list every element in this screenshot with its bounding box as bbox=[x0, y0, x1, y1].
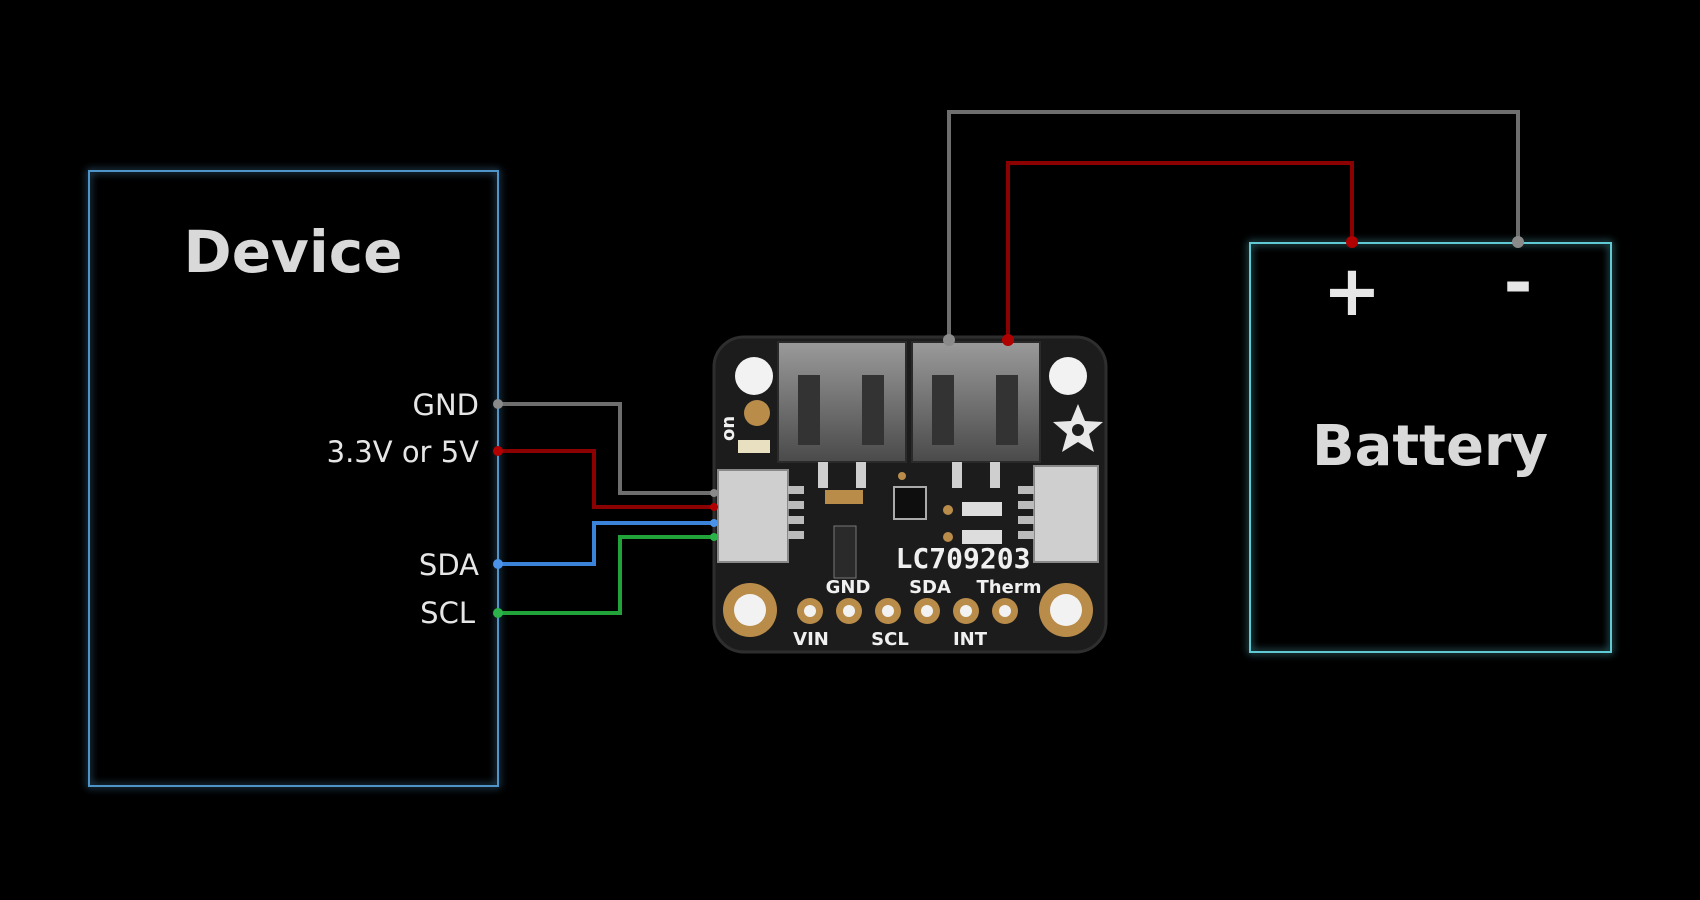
header-pads bbox=[797, 598, 1018, 624]
jst-connector-right bbox=[911, 341, 1041, 488]
mount-hole bbox=[1049, 357, 1087, 395]
device-pin-sda-label: SDA bbox=[419, 548, 479, 582]
device-pin-vin-label: 3.3V or 5V bbox=[327, 435, 480, 469]
gnd-wire bbox=[498, 402, 715, 495]
stemma-qt-right bbox=[1018, 465, 1099, 563]
board-pin-label-sda: SDA bbox=[909, 577, 951, 598]
via bbox=[898, 472, 906, 480]
ic-u1 bbox=[833, 525, 857, 579]
board-pin-label-vin: VIN bbox=[793, 629, 829, 650]
battery-title: Battery bbox=[1312, 414, 1548, 479]
mount-hole bbox=[735, 357, 773, 395]
board-pin-label-gnd: GND bbox=[826, 577, 871, 598]
power-wire bbox=[498, 449, 715, 509]
pad bbox=[744, 400, 770, 426]
resistor bbox=[962, 530, 1002, 544]
adafruit-flower-logo bbox=[1053, 404, 1103, 452]
power-led bbox=[738, 440, 770, 453]
device-box: Device GND 3.3V or 5V SDA SCL bbox=[88, 170, 499, 787]
battery-wire-endpoints bbox=[943, 236, 1524, 346]
device-pin-scl-label: SCL bbox=[420, 596, 475, 630]
battery-plus-label: + bbox=[1323, 250, 1382, 332]
battery-box: + - Battery bbox=[1249, 242, 1612, 653]
chip-label: LC709203 bbox=[896, 542, 1031, 575]
sda-wire bbox=[498, 521, 715, 566]
jst-connector-left bbox=[777, 341, 907, 488]
battery-gnd-wire bbox=[947, 110, 1520, 340]
board-pin-label-int: INT bbox=[953, 629, 988, 650]
device-pin-gnd-label: GND bbox=[413, 388, 480, 422]
wire-endpoints bbox=[493, 399, 718, 618]
stemma-qt-left bbox=[717, 469, 804, 563]
wires-device-to-board bbox=[498, 402, 715, 615]
lc709203-chip bbox=[893, 486, 927, 520]
battery-power-wire bbox=[1006, 161, 1354, 340]
via bbox=[943, 532, 953, 542]
board-pin-label-scl: SCL bbox=[871, 629, 909, 650]
board-pin-label-therm: Therm bbox=[977, 577, 1042, 598]
on-label: on bbox=[718, 416, 739, 441]
scl-wire bbox=[498, 535, 715, 615]
lc709203-board: on LC709203 GND SDA Therm VIN bbox=[712, 335, 1108, 654]
via bbox=[943, 505, 953, 515]
device-title: Device bbox=[184, 218, 403, 286]
resistor bbox=[962, 502, 1002, 516]
capacitor bbox=[825, 490, 863, 504]
wires-board-to-battery bbox=[947, 110, 1520, 340]
battery-minus-label: - bbox=[1503, 242, 1532, 324]
